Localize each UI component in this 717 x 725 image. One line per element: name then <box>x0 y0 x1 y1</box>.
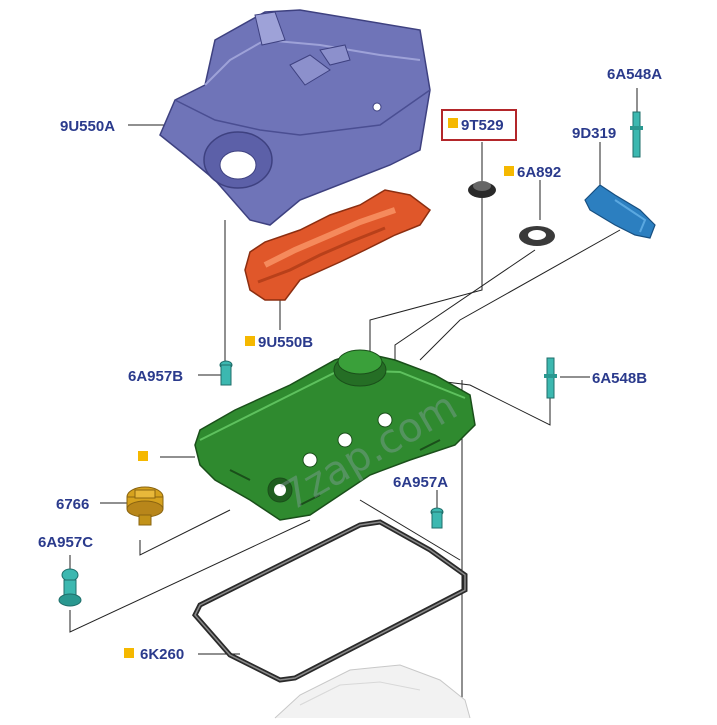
engine-cover-part[interactable] <box>159 9 431 226</box>
label-6K260[interactable]: 6K260 <box>140 646 184 663</box>
label-9D319[interactable]: 9D319 <box>572 125 616 142</box>
bolt-6A957B-part[interactable] <box>219 360 233 386</box>
marker-6A892 <box>504 166 514 176</box>
label-6A957A[interactable]: 6A957A <box>393 474 448 491</box>
marker-9T529 <box>448 118 458 128</box>
marker-unlabeled <box>138 451 148 461</box>
leader-9D319-drop <box>419 229 621 361</box>
gasket-6K260-part[interactable] <box>192 519 468 683</box>
leader-6A957A-drop <box>359 499 461 561</box>
label-9T529[interactable]: 9T529 <box>461 117 504 134</box>
bolt-6A957A-part[interactable] <box>430 507 444 529</box>
label-6A548A[interactable]: 6A548A <box>607 66 662 83</box>
marker-6K260 <box>124 648 134 658</box>
leader-6A548B-drop <box>429 379 551 426</box>
bolt-6A957C-part[interactable] <box>58 568 82 607</box>
valve-cover-part[interactable] <box>194 349 476 521</box>
engine-head-outline <box>274 664 471 719</box>
grommet-part[interactable] <box>468 181 496 198</box>
marker-9U550B <box>245 336 255 346</box>
oil-cap-part[interactable] <box>126 486 164 526</box>
cover-gasket-part[interactable] <box>244 189 432 301</box>
label-6A892[interactable]: 6A892 <box>517 164 561 181</box>
label-9U550B[interactable]: 9U550B <box>258 334 313 351</box>
part-labels: 9U550A 9T529 6A548A 9D319 6A892 9U550B 6… <box>38 66 662 663</box>
label-6A548B[interactable]: 6A548B <box>592 370 647 387</box>
leader-6766-drop <box>139 509 231 556</box>
seal-ring-part[interactable] <box>519 226 555 246</box>
label-9U550A[interactable]: 9U550A <box>60 118 115 135</box>
leader-6A957C-drop <box>69 519 311 633</box>
label-6A957C[interactable]: 6A957C <box>38 534 93 551</box>
bracket-part[interactable] <box>584 184 656 239</box>
label-6A957B[interactable]: 6A957B <box>128 368 183 385</box>
highlight-box-9T529 <box>441 109 517 141</box>
stud-6A548B-part[interactable] <box>544 357 557 399</box>
label-6766[interactable]: 6766 <box>56 496 89 513</box>
stud-6A548A-part[interactable] <box>630 111 643 158</box>
leader-9T529 <box>369 142 483 410</box>
